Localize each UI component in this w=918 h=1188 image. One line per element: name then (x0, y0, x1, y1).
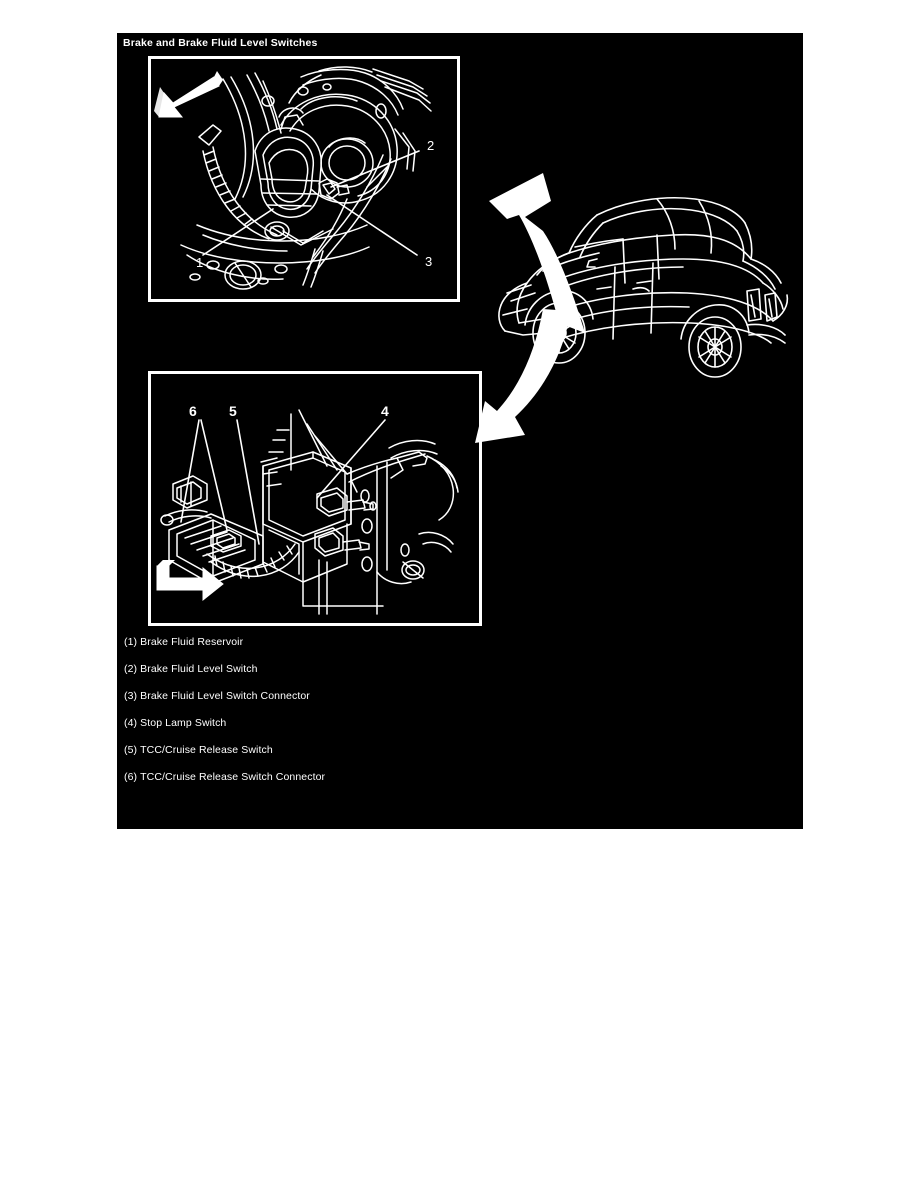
legend-item-1: (1)Brake Fluid Reservoir (124, 629, 684, 656)
callout-6: 6 (189, 403, 197, 419)
legend-item-5: (5)TCC/Cruise Release Switch (124, 737, 684, 764)
legend-number-5: (5) (124, 744, 138, 756)
legend-number-4: (4) (124, 717, 138, 729)
engine-bay-leader-lines (202, 150, 420, 256)
callout-4: 4 (381, 403, 389, 419)
callout-1: 1 (196, 255, 203, 270)
legend-item-4: (4)Stop Lamp Switch (124, 710, 684, 737)
figure-panel: Brake and Brake Fluid Level Switches (117, 33, 803, 829)
orientation-arrow-engine-bay (154, 71, 223, 118)
vehicle-and-pointer-arrows (475, 173, 789, 443)
orientation-arrow-pedal-bracket (156, 560, 224, 602)
legend-number-6: (6) (124, 771, 138, 783)
legend-label-2: Brake Fluid Level Switch (140, 663, 258, 675)
engine-bay-line-art: 1 2 3 (154, 66, 434, 290)
callout-2: 2 (427, 138, 434, 153)
legend-item-2: (2)Brake Fluid Level Switch (124, 656, 684, 683)
pointer-arrow-to-engine-bay (489, 173, 585, 333)
legend-item-3: (3)Brake Fluid Level Switch Connector (124, 683, 684, 710)
legend-label-6: TCC/Cruise Release Switch Connector (140, 771, 326, 783)
sedan-illustration (498, 196, 789, 378)
legend-number-2: (2) (124, 663, 138, 675)
vehicle-layer (447, 143, 803, 483)
legend-list: (1)Brake Fluid Reservoir (2)Brake Fluid … (124, 629, 684, 791)
legend-label-5: TCC/Cruise Release Switch (140, 744, 273, 756)
figure-title: Brake and Brake Fluid Level Switches (123, 37, 318, 49)
legend-label-3: Brake Fluid Level Switch Connector (140, 690, 310, 702)
pedal-bracket-leader-lines (180, 419, 386, 545)
legend-item-6: (6)TCC/Cruise Release Switch Connector (124, 764, 684, 791)
legend-label-1: Brake Fluid Reservoir (140, 636, 244, 648)
legend-label-4: Stop Lamp Switch (140, 717, 227, 729)
pedal-bracket-line-art: 6 5 4 (156, 403, 459, 615)
legend-number-3: (3) (124, 690, 138, 702)
illustration-panel-pedal-bracket: 6 5 4 (148, 371, 482, 626)
legend-number-1: (1) (124, 636, 138, 648)
callout-3: 3 (425, 254, 432, 269)
callout-5: 5 (229, 403, 237, 419)
pointer-arrow-to-pedal-bracket (475, 309, 571, 443)
illustration-panel-engine-bay: 1 2 3 (148, 56, 460, 302)
